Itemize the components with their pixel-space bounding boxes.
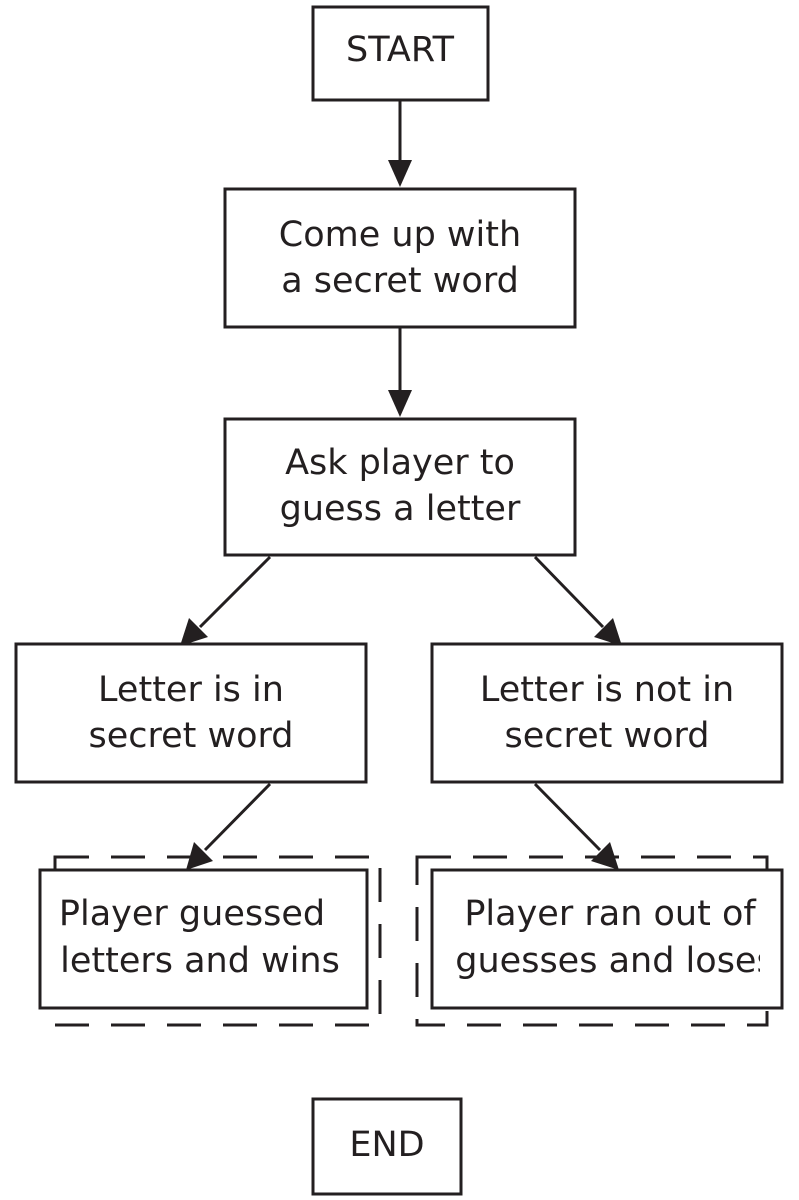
end-node: END	[311, 1097, 463, 1196]
letter-not-in-line1: Letter is not in	[480, 670, 734, 710]
letter-in-line1: Letter is in	[98, 670, 284, 710]
ask-guess-line1: Ask player to	[285, 443, 515, 483]
player-loses-line2: guesses and loses	[455, 941, 774, 981]
letter-not-in-line2: secret word	[504, 716, 709, 756]
arrow-secret-word-to-ask	[388, 327, 412, 417]
secret-word-line2: a secret word	[281, 261, 519, 301]
letter-not-in-node: Letter is not in secret word	[430, 642, 784, 784]
player-loses-line1: Player ran out of	[464, 894, 756, 934]
player-wins-line1: Player guessed	[59, 894, 325, 934]
letter-in-node: Letter is in secret word	[14, 642, 368, 784]
secret-word-line1: Come up with	[279, 215, 521, 255]
player-wins-line2: letters and wins	[60, 941, 340, 981]
letter-in-line2: secret word	[88, 716, 293, 756]
ask-guess-line2: guess a letter	[280, 489, 521, 529]
arrow-start-to-secret-word	[388, 100, 412, 187]
start-label: START	[346, 30, 455, 70]
secret-word-node: Come up with a secret word	[223, 187, 577, 329]
player-loses-dashed-frame	[415, 855, 769, 1027]
player-loses-group: Player ran out of guesses and loses	[415, 855, 784, 1027]
player-wins-group: Player guessed letters and wins	[38, 855, 382, 1027]
ask-guess-node: Ask player to guess a letter	[223, 417, 577, 557]
arrow-ask-to-letter-not-in	[533, 555, 622, 646]
end-label: END	[349, 1125, 424, 1165]
start-node: START	[311, 5, 490, 102]
arrow-ask-to-letter-in	[180, 555, 272, 646]
